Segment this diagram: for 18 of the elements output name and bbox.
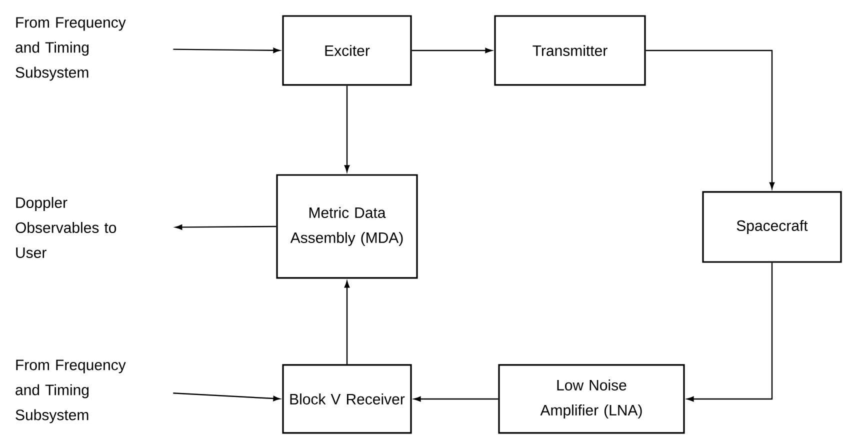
process-box: Exciter (282, 15, 412, 86)
arrow (344, 86, 350, 172)
arrow (414, 396, 498, 402)
process-box: Spacecraft (702, 191, 842, 263)
arrow (686, 262, 773, 402)
arrow (344, 280, 350, 364)
process-box: Low Noise Amplifier (LNA) (498, 364, 685, 434)
note-text: From Frequency and Timing Subsystem (16, 17, 126, 81)
process-box: Transmitter (494, 15, 646, 86)
arrow (175, 224, 276, 230)
note-text: From Frequency and Timing Subsystem (16, 360, 126, 424)
arrow (173, 392, 280, 402)
arrow (173, 48, 280, 53)
arrow (412, 48, 492, 54)
arrow (646, 50, 775, 190)
process-box: Metric Data Assembly (MDA) (276, 174, 418, 279)
note-text: Doppler Observables to User (16, 196, 116, 258)
process-box: Block V Receiver (282, 364, 412, 434)
